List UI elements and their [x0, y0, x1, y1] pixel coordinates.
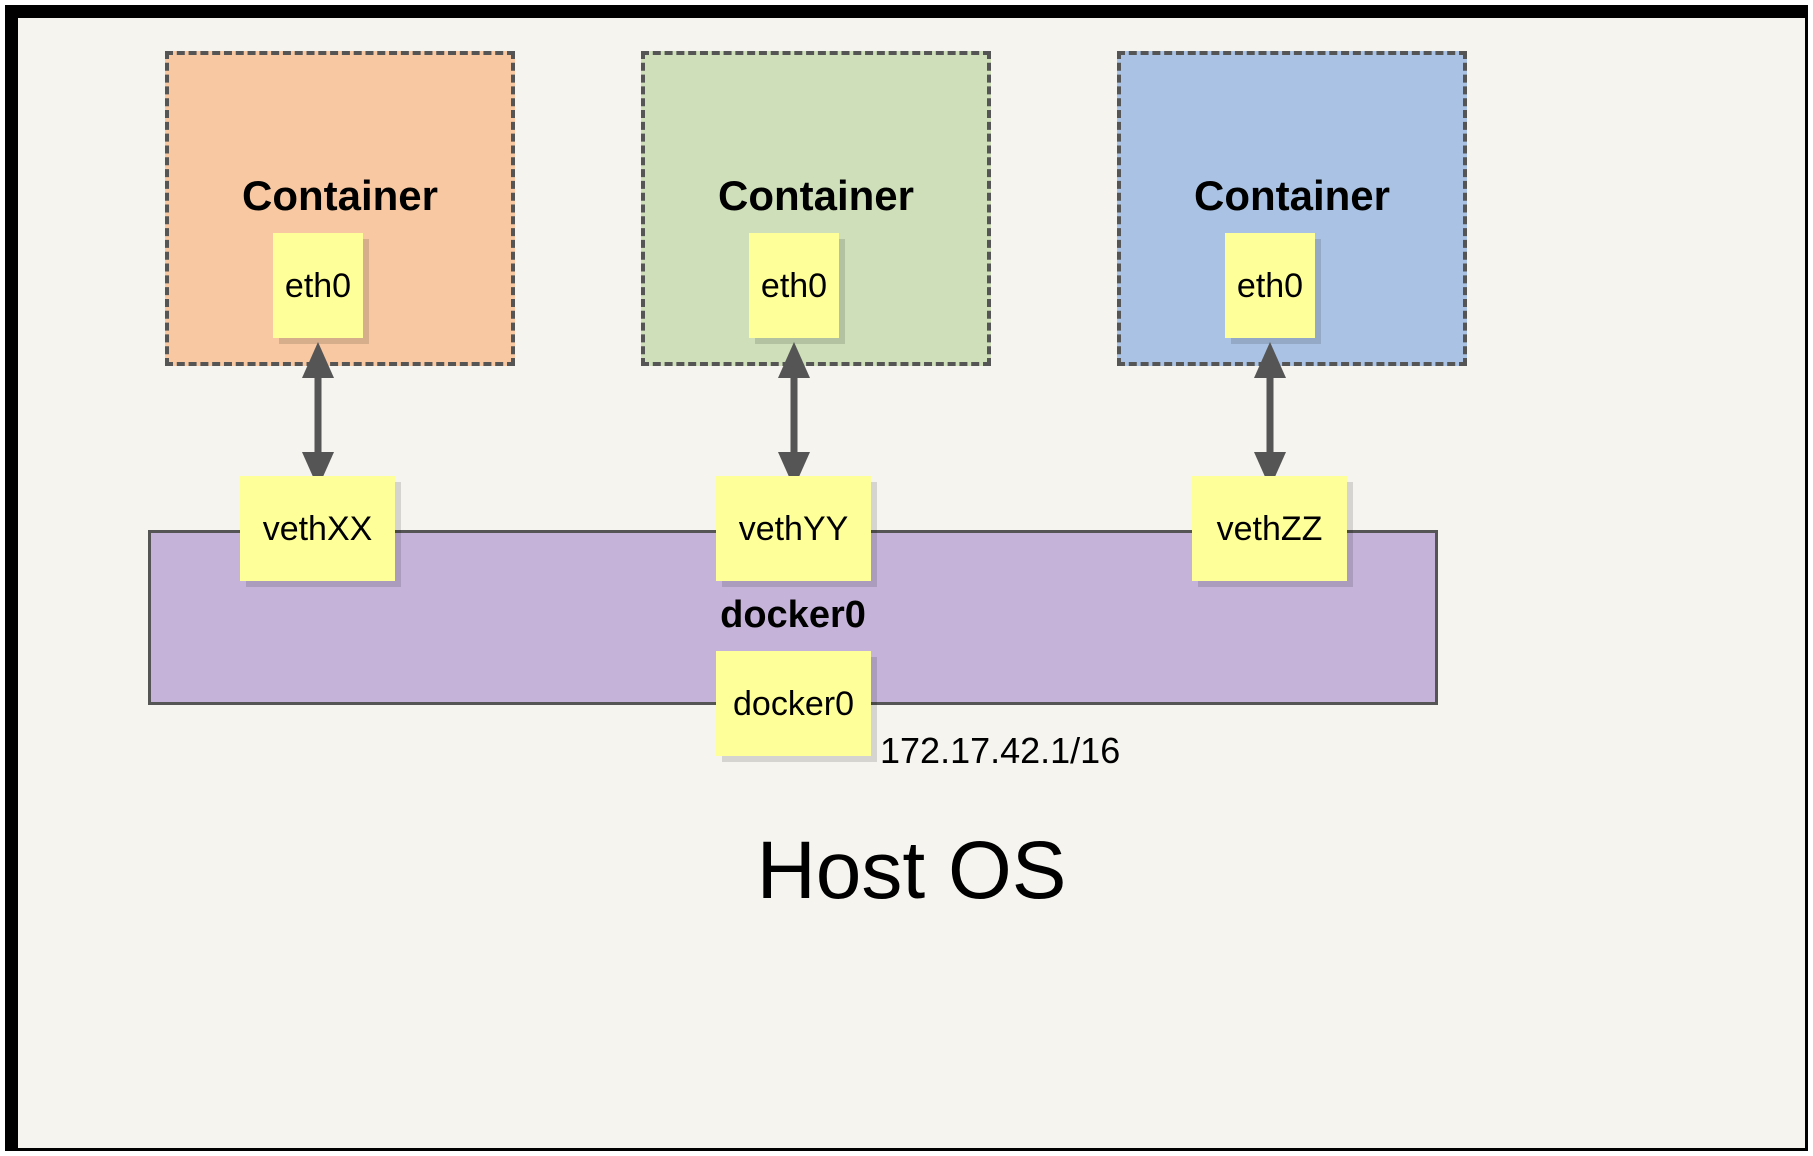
host-os-title: Host OS [756, 825, 1067, 916]
veth-link-arrow-2 [778, 342, 810, 488]
docker0-interface-box[interactable]: docker0 [716, 651, 871, 756]
outer-frame: Container eth0 Container eth0 Container … [5, 5, 1808, 1151]
docker0-bridge-label: docker0 [720, 594, 866, 636]
veth-box-3[interactable]: vethZZ [1192, 476, 1347, 581]
container-title-3: Container [1193, 172, 1390, 219]
container-eth0-1[interactable]: eth0 [273, 233, 363, 338]
veth-box-2[interactable]: vethYY [716, 476, 871, 581]
docker0-ip-label: 172.17.42.1/16 [880, 730, 1121, 771]
veth-link-arrow-1 [302, 342, 334, 488]
container-title-1: Container [241, 172, 438, 219]
veth-link-arrow-3 [1254, 342, 1286, 488]
veth-box-1[interactable]: vethXX [240, 476, 395, 581]
host-os-canvas: Container eth0 Container eth0 Container … [18, 18, 1805, 1148]
container-eth0-2[interactable]: eth0 [749, 233, 839, 338]
container-title-2: Container [717, 172, 914, 219]
container-eth0-3[interactable]: eth0 [1225, 233, 1315, 338]
